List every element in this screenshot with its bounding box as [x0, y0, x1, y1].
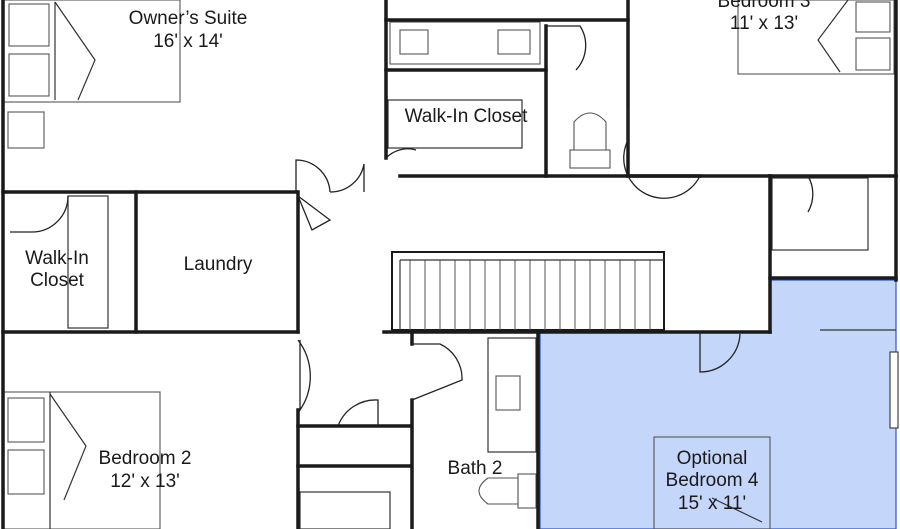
bedroom-2-name: Bedroom 2: [99, 448, 192, 469]
staircase: [391, 251, 665, 331]
toilet-icon: [569, 112, 611, 169]
optional-bedroom-4-highlight[interactable]: [539, 279, 897, 529]
optional-bedroom-4-size: 15' x 11': [678, 493, 746, 514]
owners-suite-nightstand: [7, 111, 45, 149]
bedroom-2-bed: [3, 391, 161, 529]
top-closet-shelving: [389, 21, 541, 65]
sink-icon: [495, 375, 521, 411]
walk-in-closet-top-name: Walk-In Closet: [405, 106, 529, 127]
walk-in-closet-left-line1: Walk-In: [25, 248, 89, 269]
bedroom-3-size: 11' x 13': [730, 13, 798, 34]
window: [889, 351, 899, 429]
walk-in-closet-left-line2: Closet: [30, 270, 85, 291]
doors: [10, 25, 814, 427]
bath-2-vanity: [487, 337, 537, 453]
optional-bedroom-4-bed: [653, 436, 771, 529]
bedroom-3-closet-shelf: [771, 177, 869, 251]
bedroom-2-size: 12' x 13': [110, 471, 180, 492]
bath-2-name: Bath 2: [448, 458, 503, 479]
optional-bedroom-4-line2: Bedroom 4: [666, 470, 759, 491]
bedroom-3-bed: [737, 0, 895, 75]
toilet-icon: [478, 473, 537, 509]
laundry-name: Laundry: [184, 254, 253, 275]
left-closet-shelf: [67, 195, 109, 329]
owners-suite-size: 16' x 14': [153, 31, 223, 52]
hall-closet-shelf: [299, 491, 391, 529]
owners-suite-bed: [3, 0, 181, 103]
bedroom-3-name: Bedroom 3: [718, 0, 811, 12]
optional-bedroom-4-line1: Optional: [677, 448, 748, 469]
walk-in-closet-shelf-top: [387, 99, 523, 149]
owners-suite-name: Owner’s Suite: [129, 8, 248, 29]
